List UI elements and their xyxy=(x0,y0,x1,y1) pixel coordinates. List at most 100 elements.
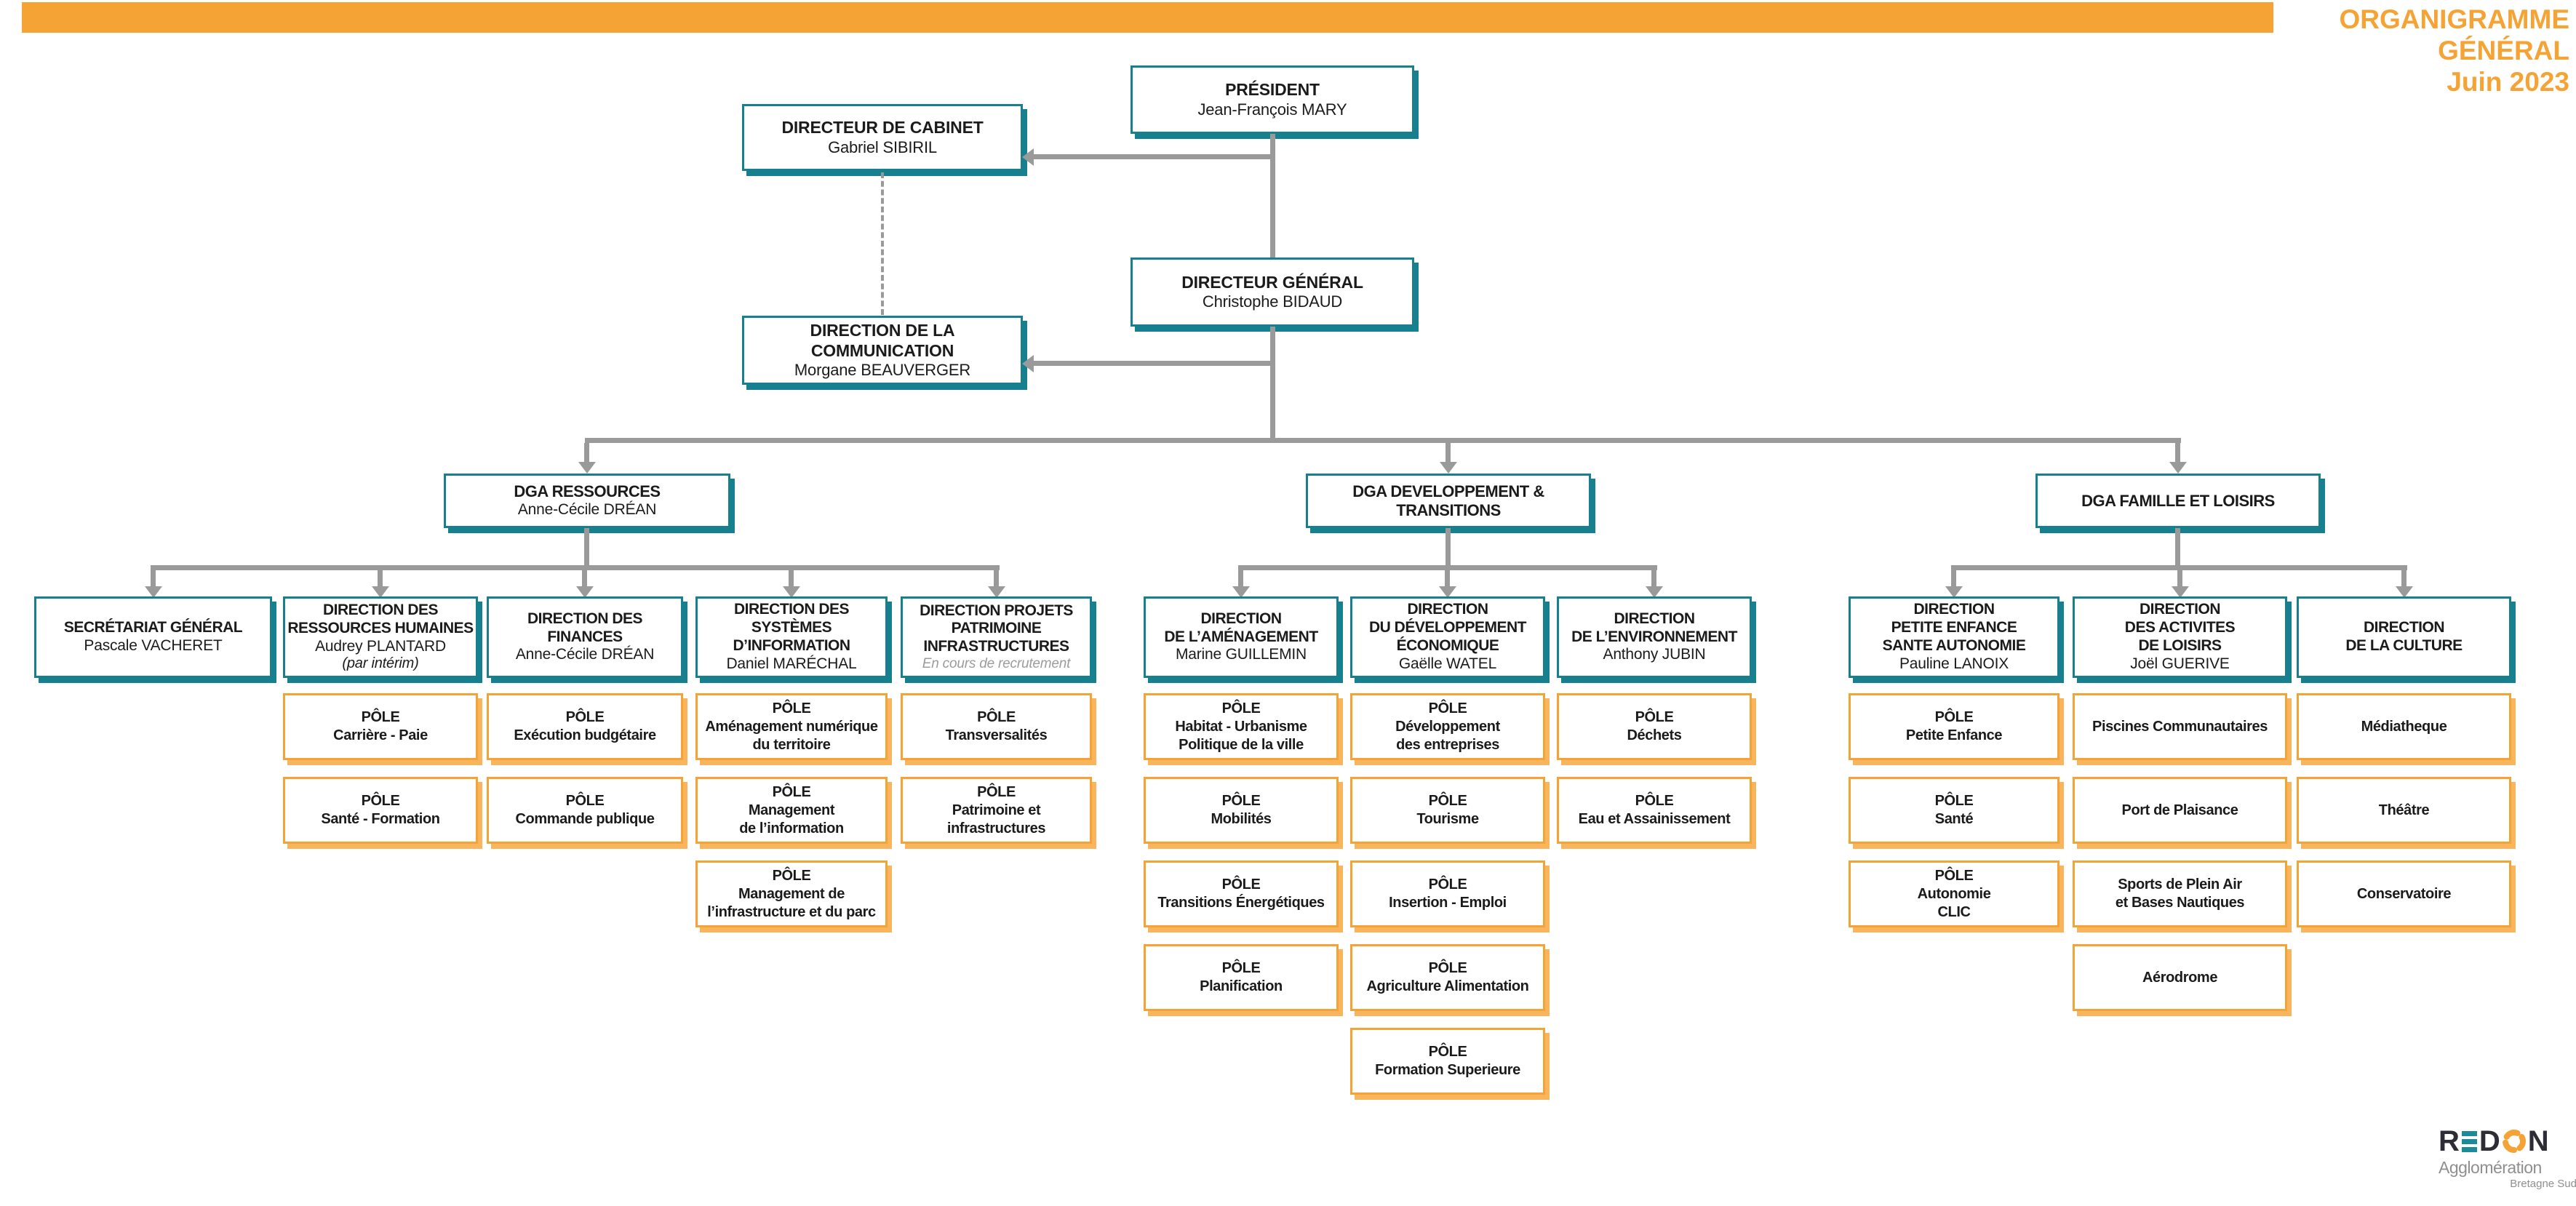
pole-box: PÔLE Formation Superieure xyxy=(1350,1028,1545,1095)
direction-box: DIRECTION PETITE ENFANCE SANTE AUTONOMIE… xyxy=(1849,596,2059,678)
connector-dga-stem xyxy=(1445,528,1451,567)
president-box: PRÉSIDENT Jean-François MARY xyxy=(1131,65,1414,134)
pole-box: PÔLE Tourisme xyxy=(1350,777,1545,844)
pole-box: PÔLE Patrimoine et infrastructures xyxy=(901,777,1092,844)
connector-dg-to-branch xyxy=(1270,327,1275,440)
pole-box: PÔLE Insertion - Emploi xyxy=(1350,860,1545,927)
pole-label: PÔLE Santé - Formation xyxy=(321,793,440,827)
dga-title: DGA RESSOURCES xyxy=(514,482,661,501)
pole-box: PÔLE Autonomie CLIC xyxy=(1849,860,2059,927)
pole-box: PÔLE Carrière - Paie xyxy=(283,693,478,760)
pole-box: PÔLE Management de l’infrastructure et d… xyxy=(695,860,888,927)
pole-box: PÔLE Transversalités xyxy=(901,693,1092,760)
arrowhead-cabinet xyxy=(1022,148,1034,166)
communication-box: DIRECTION DE LA COMMUNICATION Morgane BE… xyxy=(742,316,1023,385)
pole-label: PÔLE Planification xyxy=(1200,960,1283,994)
arrowhead-dga3 xyxy=(2169,462,2187,474)
connector-stem-dga3 xyxy=(2175,443,2180,462)
dga-title: DGA FAMILLE ET LOISIRS xyxy=(2081,491,2275,510)
direction-name: Gaëlle WATEL xyxy=(1398,655,1497,672)
redon-logo-region: Bretagne Sud xyxy=(2510,1178,2576,1190)
pole-label: Port de Plaisance xyxy=(2121,802,2238,818)
page-title-line1: ORGANIGRAMME GÉNÉRAL xyxy=(2339,4,2569,65)
connector-to-cabinet xyxy=(1033,154,1270,159)
pole-box: Médiatheque xyxy=(2297,693,2511,760)
pole-box: Conservatoire xyxy=(2297,860,2511,927)
pole-label: PÔLE Management de l’infrastructure et d… xyxy=(707,867,876,920)
connector-child-stem xyxy=(2401,570,2406,586)
direction-note: (par intérim) xyxy=(342,655,419,672)
direction-name: Daniel MARÉCHAL xyxy=(726,655,857,672)
pole-label: PÔLE Petite Enfance xyxy=(1905,709,2003,743)
direction-title: DIRECTION DU DÉVELOPPEMENT ÉCONOMIQUE xyxy=(1368,601,1527,654)
pole-label: PÔLE Insertion - Emploi xyxy=(1389,876,1507,911)
logo-e-bars-icon xyxy=(2461,1130,2478,1152)
cabinet-title: DIRECTEUR DE CABINET xyxy=(781,118,984,137)
pole-label: PÔLE Transitions Énergétiques xyxy=(1157,876,1325,911)
pole-label: PÔLE Eau et Assainissement xyxy=(1578,793,1731,827)
pole-label: Médiatheque xyxy=(2361,718,2447,735)
pole-box: PÔLE Mobilités xyxy=(1144,777,1339,844)
arrowhead-direction xyxy=(1439,586,1456,598)
pole-box: PÔLE Management de l’information xyxy=(695,777,888,844)
connector-child-stem xyxy=(2177,570,2182,586)
arrowhead-direction xyxy=(372,586,389,598)
pole-label: Sports de Plein Air et Bases Nautiques xyxy=(2115,876,2245,911)
pole-label: PÔLE Aménagement numérique du territoire xyxy=(705,700,878,753)
pole-box: PÔLE Aménagement numérique du territoire xyxy=(695,693,888,760)
pole-label: PÔLE Santé xyxy=(1934,793,1974,827)
direction-title: DIRECTION DE L’AMÉNAGEMENT xyxy=(1164,610,1318,645)
direction-title: DIRECTION DES FINANCES xyxy=(527,610,643,645)
president-name: Jean-François MARY xyxy=(1197,100,1347,119)
direction-title: SECRÉTARIAT GÉNÉRAL xyxy=(63,619,243,636)
director-general-name: Christophe BIDAUD xyxy=(1202,292,1343,311)
pole-label: PÔLE Habitat - Urbanisme Politique de la… xyxy=(1175,700,1307,753)
connector-child-stem xyxy=(1445,570,1450,586)
arrowhead-direction xyxy=(2395,586,2413,598)
direction-name: Marine GUILLEMIN xyxy=(1175,646,1307,663)
pole-box: PÔLE Eau et Assainissement xyxy=(1557,777,1752,844)
pole-label: PÔLE Déchets xyxy=(1627,709,1682,743)
dga-name: Anne-Cécile DRÉAN xyxy=(517,501,657,519)
connector-child-stem xyxy=(1951,570,1956,586)
connector-main-branch xyxy=(585,438,2181,443)
pole-label: PÔLE Développement des entreprises xyxy=(1395,700,1500,753)
pole-box: PÔLE Habitat - Urbanisme Politique de la… xyxy=(1144,693,1339,760)
pole-label: PÔLE Agriculture Alimentation xyxy=(1366,960,1529,994)
director-general-title: DIRECTEUR GÉNÉRAL xyxy=(1181,272,1363,292)
arrowhead-direction xyxy=(1232,586,1250,598)
pole-label: PÔLE Transversalités xyxy=(945,709,1048,743)
pole-box: PÔLE Déchets xyxy=(1557,693,1752,760)
arrowhead-direction xyxy=(1646,586,1663,598)
cabinet-name: Gabriel SIBIRIL xyxy=(828,137,937,156)
communication-name: Morgane BEAUVERGER xyxy=(794,360,971,379)
direction-title: DIRECTION PETITE ENFANCE SANTE AUTONOMIE xyxy=(1882,601,2026,654)
direction-title: DIRECTION DES ACTIVITES DE LOISIRS xyxy=(2124,601,2236,654)
connector-child-stem xyxy=(789,570,794,586)
pole-label: Piscines Communautaires xyxy=(2092,718,2268,735)
connector-cabinet-communication-dashed xyxy=(881,172,884,315)
pole-box: PÔLE Agriculture Alimentation xyxy=(1350,944,1545,1011)
pole-label: PÔLE Exécution budgétaire xyxy=(514,709,656,743)
arrowhead-dga2 xyxy=(1440,462,1457,474)
pole-box: PÔLE Planification xyxy=(1144,944,1339,1011)
dga-box: DGA DEVELOPPEMENT & TRANSITIONS xyxy=(1306,474,1591,528)
logo-letter: R xyxy=(2439,1125,2460,1157)
pole-box: PÔLE Développement des entreprises xyxy=(1350,693,1545,760)
pole-box: PÔLE Exécution budgétaire xyxy=(487,693,683,760)
connector-children-rail xyxy=(1238,565,1657,570)
arrowhead-communication xyxy=(1022,355,1034,372)
arrowhead-direction xyxy=(2171,586,2189,598)
pole-label: PÔLE Formation Superieure xyxy=(1375,1044,1520,1078)
pole-label: PÔLE Patrimoine et infrastructures xyxy=(946,783,1046,836)
logo-o-swirl-icon xyxy=(2502,1130,2526,1153)
direction-title: DIRECTION DES RESSOURCES HUMAINES xyxy=(287,602,474,636)
direction-title: DIRECTION DE L’ENVIRONNEMENT xyxy=(1571,610,1737,645)
pole-label: PÔLE Tourisme xyxy=(1416,793,1479,827)
